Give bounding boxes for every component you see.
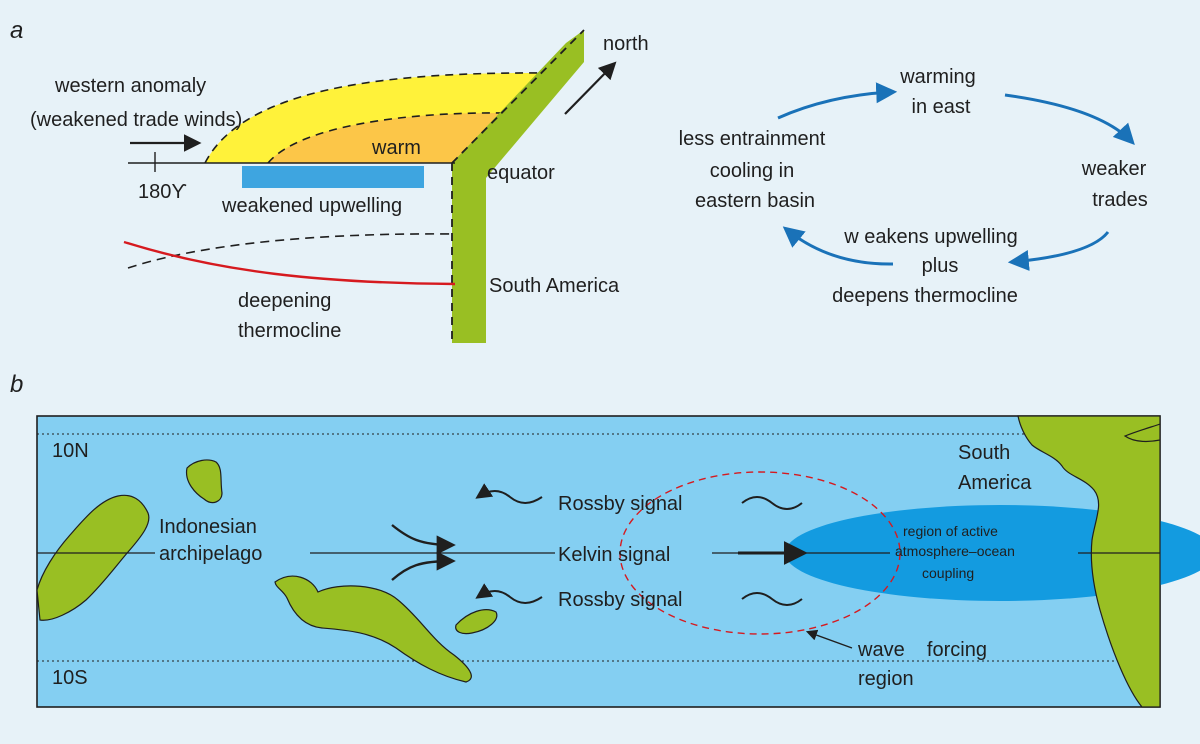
lat-10s-label: 10S	[52, 667, 88, 689]
cycle-arrow-to-warming	[777, 82, 898, 120]
island-borneo	[274, 575, 472, 683]
island-sumatra	[36, 494, 150, 621]
rossby-arrow-bottom	[475, 583, 543, 604]
panel-a: a north western anomaly (weakened trade …	[10, 17, 649, 343]
panel-b: b 10N 10S I	[10, 371, 1200, 708]
island-small	[455, 609, 498, 635]
north-label: north	[603, 33, 649, 55]
coupling-label-2: atmosphere–ocean	[895, 543, 1015, 559]
panel-a-letter: a	[10, 17, 23, 44]
wind-arrow-upper	[391, 524, 456, 555]
island-north	[185, 459, 223, 504]
indonesia-label-2: archipelago	[159, 543, 262, 565]
warm-region	[268, 112, 502, 163]
western-anomaly-label-2: (weakened trade winds)	[30, 109, 242, 131]
deepening-label-2: thermocline	[238, 320, 341, 342]
indonesia-label-1: Indonesian	[159, 516, 257, 538]
south-america-label-b1: South	[958, 442, 1010, 464]
cycle-arrow-to-weakens	[1007, 231, 1110, 271]
lon-180-label: 180ϒ	[138, 181, 187, 203]
south-america-coast	[452, 30, 584, 343]
coupling-label-3: coupling	[922, 565, 974, 581]
deepening-label-1: deepening	[238, 290, 331, 312]
wave-bottom-right	[741, 592, 803, 606]
cycle-less-3: eastern basin	[695, 190, 815, 212]
south-america-label-a: South America	[489, 275, 620, 297]
equator-label: equator	[487, 162, 555, 184]
cycle-warming-2: in east	[912, 96, 971, 118]
cycle-less-1: less entrainment	[679, 128, 826, 150]
warm-label: warm	[371, 137, 421, 159]
cycle-weaker-1: weaker	[1081, 158, 1147, 180]
coupling-label-1: region of active	[903, 523, 998, 539]
western-anomaly-label-1: western anomaly	[54, 75, 206, 97]
cycle-weaker-2: trades	[1092, 189, 1148, 211]
wind-arrow-lower	[391, 551, 456, 581]
forcing-label-1: wave forcing	[857, 639, 987, 661]
kelvin-label: Kelvin signal	[558, 544, 670, 566]
forcing-pointer	[805, 629, 853, 649]
south-america-land	[1017, 415, 1161, 708]
panel-b-letter: b	[10, 371, 23, 398]
south-america-label-b2: America	[958, 472, 1032, 494]
cycle-weakens-1: w eakens upwelling	[843, 226, 1017, 248]
rossby-bottom-label: Rossby signal	[558, 589, 683, 611]
cycle-weakens-2: plus	[922, 255, 959, 277]
forcing-label-2: region	[858, 668, 914, 690]
cycle-weakens-3: deepens thermocline	[832, 285, 1018, 307]
weakened-upwelling-label: weakened upwelling	[221, 195, 402, 217]
cycle-arrow-to-weaker	[1004, 93, 1135, 146]
cycle-arrow-to-less	[782, 226, 894, 266]
weakened-upwelling-bar	[242, 166, 424, 188]
wave-top-right	[741, 496, 803, 510]
wave-forcing-ellipse	[619, 471, 901, 635]
lat-10n-label: 10N	[52, 440, 89, 462]
rossby-arrow-top	[475, 483, 543, 504]
north-arrow	[564, 61, 617, 115]
feedback-cycle: warming in east less entrainment cooling…	[679, 66, 1148, 307]
deepening-thermocline-line	[123, 240, 456, 286]
cycle-less-2: cooling in	[710, 160, 795, 182]
rossby-top-label: Rossby signal	[558, 493, 683, 515]
cycle-warming-1: warming	[899, 66, 976, 88]
